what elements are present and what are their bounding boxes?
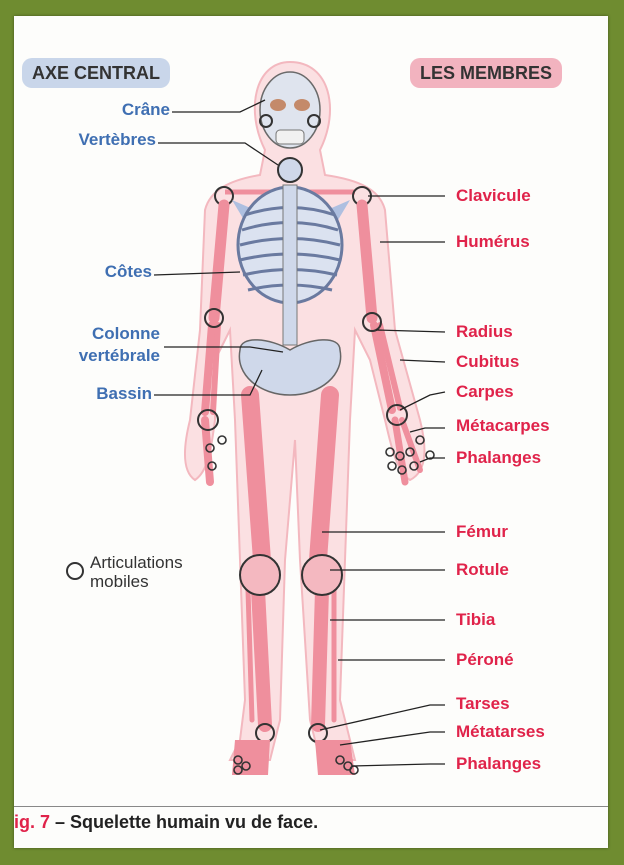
legend-line2: mobiles bbox=[90, 572, 183, 591]
label-carpals: Carpes bbox=[456, 382, 514, 402]
label-hand-phalanges: Phalanges bbox=[456, 448, 541, 468]
left-foot bbox=[232, 740, 270, 775]
label-patella: Rotule bbox=[456, 560, 509, 580]
label-tarsals: Tarses bbox=[456, 694, 510, 714]
label-spine-line2: vertébrale bbox=[40, 346, 160, 366]
label-foot-phalanges: Phalanges bbox=[456, 754, 541, 774]
axial-skeleton-tag: AXE CENTRAL bbox=[22, 58, 170, 88]
joint-legend-icon bbox=[66, 562, 84, 580]
legend-line1: Articulations bbox=[90, 553, 183, 572]
label-fibula: Péroné bbox=[456, 650, 514, 670]
neck-joint bbox=[278, 158, 302, 182]
label-spine-line1: Colonne bbox=[40, 324, 160, 344]
caption-text: – Squelette humain vu de face. bbox=[50, 812, 318, 832]
label-clavicle: Clavicule bbox=[456, 186, 531, 206]
label-humerus: Humérus bbox=[456, 232, 530, 252]
legend-text: Articulations mobiles bbox=[90, 553, 183, 591]
label-tibia: Tibia bbox=[456, 610, 495, 630]
label-ribs: Côtes bbox=[60, 262, 152, 282]
figure-number: ig. 7 bbox=[14, 812, 50, 832]
label-radius: Radius bbox=[456, 322, 513, 342]
label-metacarpals: Métacarpes bbox=[456, 416, 550, 436]
figure-caption: ig. 7 – Squelette humain vu de face. bbox=[14, 812, 318, 833]
limbs-tag: LES MEMBRES bbox=[410, 58, 562, 88]
label-pelvis: Bassin bbox=[40, 384, 152, 404]
label-metatarsals: Métatarses bbox=[456, 722, 545, 742]
label-skull: Crâne bbox=[80, 100, 170, 120]
label-femur: Fémur bbox=[456, 522, 508, 542]
label-ulna: Cubitus bbox=[456, 352, 519, 372]
caption-divider bbox=[14, 806, 608, 807]
label-vertebrae: Vertèbres bbox=[40, 130, 156, 150]
